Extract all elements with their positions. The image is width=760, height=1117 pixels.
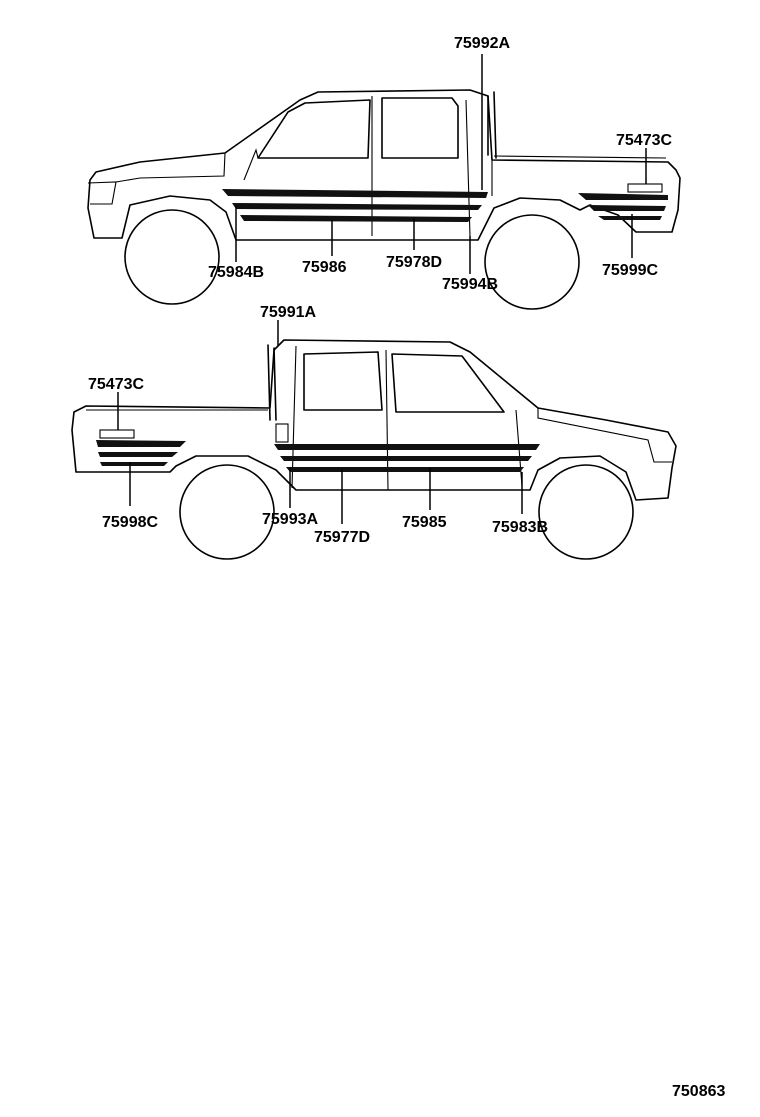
- label-75977D: 75977D: [314, 529, 370, 546]
- label-75999C: 75999C: [602, 262, 658, 279]
- truck-lower-view: [71, 339, 677, 560]
- label-75985: 75985: [402, 514, 447, 531]
- rear-wheel-upper: [484, 214, 580, 310]
- emblem-upper: [627, 183, 663, 193]
- rear-wheel-lower: [179, 464, 275, 560]
- label-75984B: 75984B: [208, 264, 264, 281]
- label-75473C-upper: 75473C: [616, 132, 672, 149]
- front-wheel-lower: [538, 464, 634, 560]
- side-stripe-lower: [96, 440, 540, 472]
- label-75993A: 75993A: [262, 511, 318, 528]
- label-75473C-lower: 75473C: [88, 376, 144, 393]
- truck-upper-view: [87, 89, 681, 310]
- leader-lines-upper: [235, 54, 647, 274]
- label-75986: 75986: [302, 259, 347, 276]
- label-75992A: 75992A: [454, 35, 510, 52]
- truck-body-lower: [71, 339, 677, 501]
- figure-number: 750863: [672, 1083, 725, 1100]
- label-75998C: 75998C: [102, 514, 158, 531]
- side-stripe-upper: [222, 189, 668, 222]
- label-75991A: 75991A: [260, 304, 316, 321]
- leader-lines-lower: [117, 320, 523, 524]
- front-wheel-upper: [124, 209, 220, 305]
- label-75978D: 75978D: [386, 254, 442, 271]
- label-75994B: 75994B: [442, 276, 498, 293]
- emblem-lower: [99, 429, 135, 439]
- label-75983B: 75983B: [492, 519, 548, 536]
